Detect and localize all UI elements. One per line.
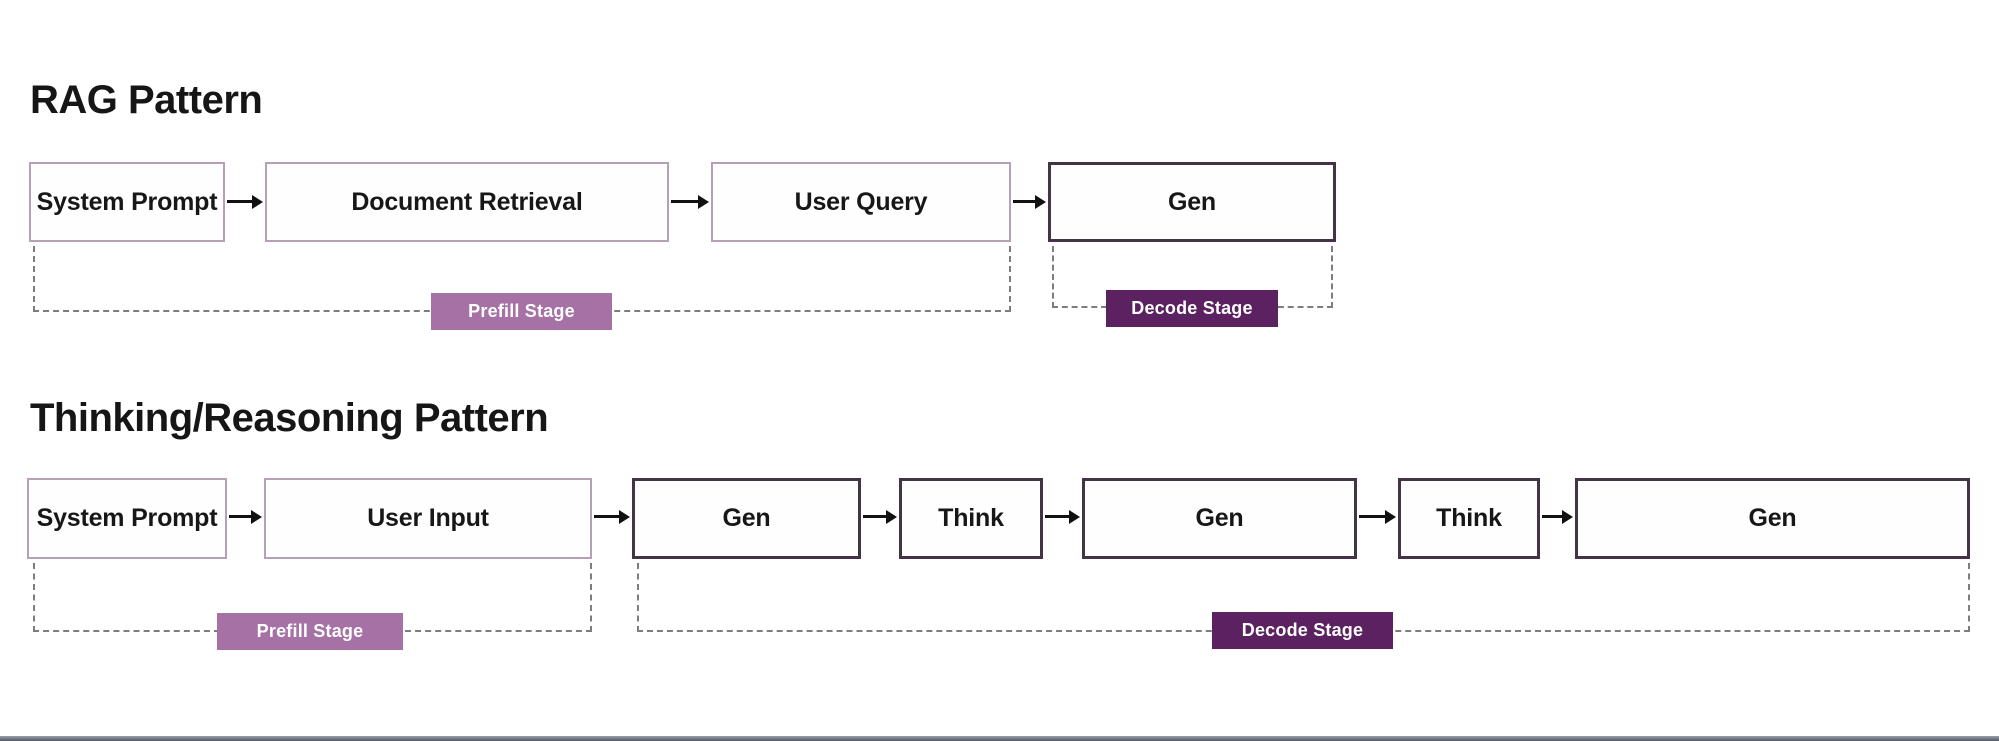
node-label: User Input: [367, 504, 489, 532]
node-system-prompt: System Prompt: [29, 162, 225, 242]
node-label: User Query: [794, 187, 928, 216]
node-label: Gen: [1748, 504, 1797, 532]
node-label: Gen: [1167, 187, 1217, 216]
node-think: Think: [899, 478, 1043, 559]
stage-label-text: Decode Stage: [1241, 620, 1364, 640]
node-user-query: User Query: [711, 162, 1011, 242]
flow-arrow: [227, 200, 253, 203]
node-label: Think: [1436, 504, 1502, 532]
node-label: Gen: [1195, 504, 1244, 532]
node-label: System Prompt: [36, 187, 218, 216]
section-title: RAG Pattern: [30, 78, 263, 122]
stage-label-text: Prefill Stage: [256, 621, 364, 641]
node-gen: Gen: [1575, 478, 1970, 559]
node-label: Think: [938, 504, 1004, 532]
node-think: Think: [1398, 478, 1540, 559]
flow-arrow: [1013, 200, 1036, 203]
window-bottom-border: [0, 736, 1999, 741]
flow-arrow: [671, 200, 699, 203]
node-system-prompt: System Prompt: [27, 478, 227, 559]
node-user-input: User Input: [264, 478, 592, 559]
flow-arrow: [863, 515, 887, 518]
node-label: Document Retrieval: [351, 187, 583, 216]
node-document-retrieval: Document Retrieval: [265, 162, 669, 242]
stage-label-text: Decode Stage: [1131, 298, 1253, 318]
flow-arrow: [594, 515, 620, 518]
flow-arrow: [1045, 515, 1070, 518]
section-title: Thinking/Reasoning Pattern: [30, 396, 549, 440]
node-gen: Gen: [1048, 162, 1336, 242]
prefill-stage-label: Prefill Stage: [431, 293, 612, 330]
flow-arrow: [229, 515, 252, 518]
flow-arrow: [1542, 515, 1563, 518]
prefill-stage-label: Prefill Stage: [217, 613, 403, 650]
decode-stage-label: Decode Stage: [1212, 612, 1393, 649]
node-label: Gen: [722, 504, 771, 532]
node-gen: Gen: [632, 478, 861, 559]
node-label: System Prompt: [36, 504, 218, 532]
flow-arrow: [1359, 515, 1386, 518]
decode-stage-label: Decode Stage: [1106, 290, 1278, 327]
stage-label-text: Prefill Stage: [468, 301, 575, 321]
node-gen: Gen: [1082, 478, 1357, 559]
